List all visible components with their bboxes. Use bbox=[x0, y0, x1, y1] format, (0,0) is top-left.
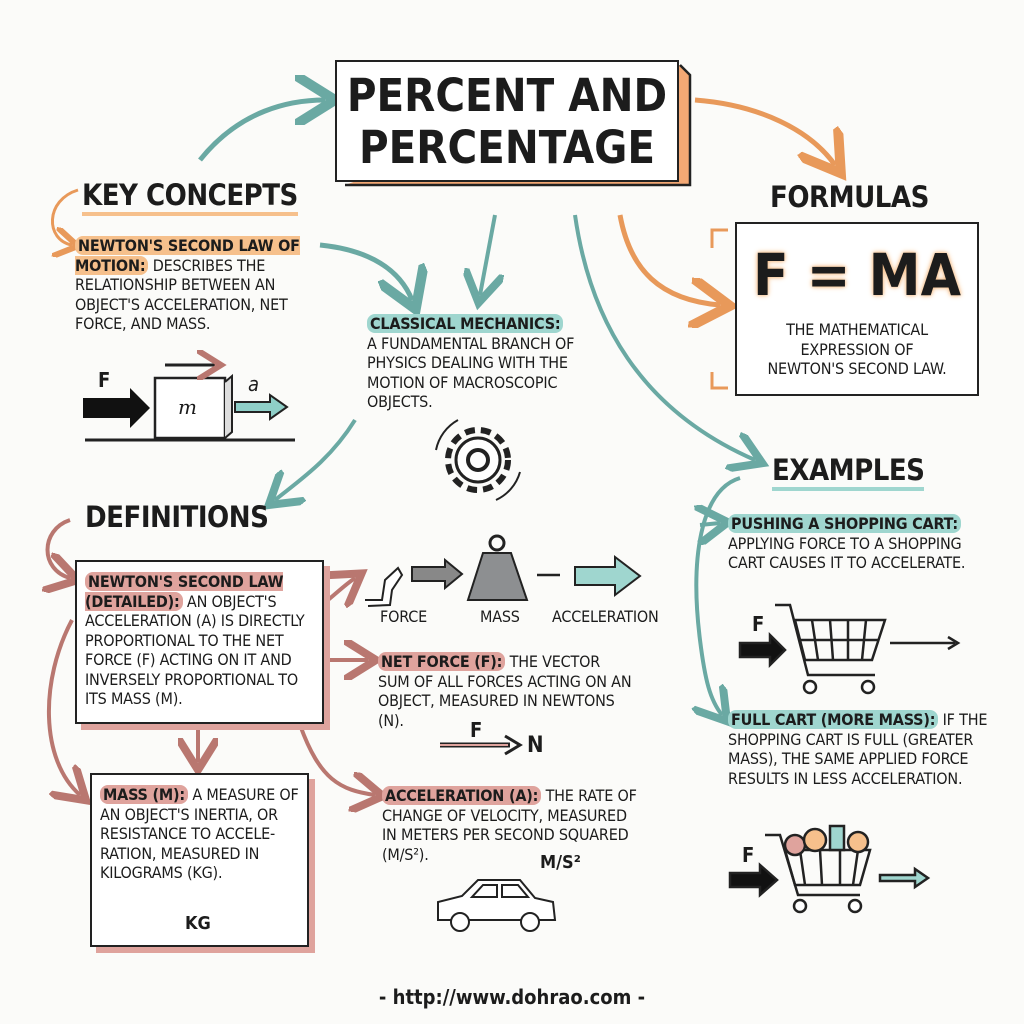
title-line-2: PERCENTAGE bbox=[358, 121, 656, 174]
force-label: F bbox=[98, 368, 111, 392]
formula: F = MA bbox=[752, 241, 961, 309]
icon-label-mass: MASS bbox=[480, 607, 520, 626]
net-force-text: NET FORCE (F): THE VECTOR SUM OF ALL FOR… bbox=[378, 652, 633, 730]
example-cart-desc: APPLYING FORCE TO A SHOPPING CART CAUSES… bbox=[728, 533, 966, 573]
net-force-term: NET FORCE (F): bbox=[378, 652, 506, 671]
example-full-cart-desc: IF THE SHOPPING CART IS FULL (GREATER MA… bbox=[728, 710, 988, 788]
acceleration-desc: THE RATE OF CHANGE OF VELOCITY, MEASURED… bbox=[382, 786, 637, 864]
acceleration-term: ACCELERATION (A): bbox=[382, 786, 542, 805]
footer-url: - http://www.dohrao.com - bbox=[378, 985, 646, 1009]
net-force-f: F bbox=[470, 718, 483, 742]
example-full-cart-term: FULL CART (MORE MASS): bbox=[728, 710, 939, 729]
formulas-heading: FORMULAS bbox=[770, 180, 929, 214]
second-law-text: NEWTON'S SECOND LAW (DETAILED): AN OBJEC… bbox=[77, 562, 322, 719]
formula-desc: THE MATHEMATICAL EXPRESSION OF NEWTON'S … bbox=[767, 320, 947, 378]
mass-label: m bbox=[178, 395, 197, 419]
force-mass-acceleration-icons bbox=[365, 534, 642, 756]
car-icon bbox=[437, 879, 557, 932]
mass-desc: A MEASURE OF AN OBJECT'S INERTIA, OR RES… bbox=[100, 785, 299, 882]
full-shopping-cart-icon bbox=[728, 824, 931, 914]
examples-heading: EXAMPLES bbox=[772, 453, 925, 491]
mass-term: MASS (M): bbox=[100, 785, 188, 804]
definitions-heading: DEFINITIONS bbox=[85, 500, 269, 534]
full-cart-force-label: F bbox=[742, 843, 755, 867]
key-concepts-text: NEWTON'S SECOND LAW OF MOTION: DESCRIBES… bbox=[75, 236, 325, 334]
example-cart-term: PUSHING A SHOPPING CART: bbox=[728, 514, 961, 533]
acceleration-text: ACCELERATION (A): THE RATE OF CHANGE OF … bbox=[382, 786, 637, 864]
gear-icon bbox=[435, 419, 521, 501]
example-full-cart: FULL CART (MORE MASS): IF THE SHOPPING C… bbox=[728, 710, 998, 788]
icon-label-force: FORCE bbox=[380, 607, 427, 626]
second-law-box: NEWTON'S SECOND LAW (DETAILED): AN OBJEC… bbox=[75, 560, 324, 724]
accel-label: a bbox=[248, 372, 260, 396]
title-box: PERCENT AND PERCENTAGE bbox=[335, 60, 679, 182]
net-force-desc: THE VECTOR SUM OF ALL FORCES ACTING ON A… bbox=[378, 652, 632, 730]
classical-desc: A FUNDAMENTAL BRANCH OF PHYSICS DEALING … bbox=[367, 333, 575, 412]
title-line-1: PERCENT AND bbox=[346, 69, 668, 122]
icon-label-acceleration: ACCELERATION bbox=[552, 607, 659, 626]
mass-text: MASS (M): A MEASURE OF AN OBJECT'S INERT… bbox=[92, 775, 307, 893]
example-cart: PUSHING A SHOPPING CART: APPLYING FORCE … bbox=[728, 514, 988, 573]
cart-force-label: F bbox=[752, 612, 765, 636]
classical-mechanics-text: CLASSICAL MECHANICS: A FUNDAMENTAL BRANC… bbox=[367, 314, 607, 412]
key-concepts-heading: KEY CONCEPTS bbox=[82, 178, 298, 216]
net-force-n: N bbox=[527, 733, 544, 758]
classical-term: CLASSICAL MECHANICS: bbox=[367, 314, 564, 333]
formula-box: F = MA THE MATHEMATICAL EXPRESSION OF NE… bbox=[735, 222, 979, 396]
acceleration-unit: M/S² bbox=[540, 852, 581, 873]
second-law-desc: AN OBJECT'S ACCELERATION (A) IS DIRECTLY… bbox=[85, 591, 305, 709]
newton-law-desc: DESCRIBES THE RELATIONSHIP BETWEEN AN OB… bbox=[75, 255, 288, 334]
force-block-diagram bbox=[83, 365, 295, 442]
kg-label: KG bbox=[185, 913, 211, 934]
shopping-cart-icon bbox=[738, 603, 961, 695]
mass-box: MASS (M): A MEASURE OF AN OBJECT'S INERT… bbox=[90, 773, 309, 947]
